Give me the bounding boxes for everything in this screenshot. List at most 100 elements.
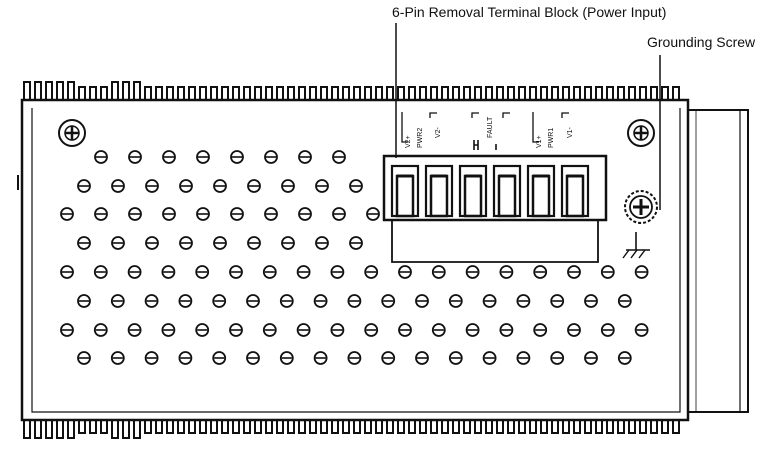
vent-hole-icon bbox=[178, 351, 193, 365]
vent-hole-icon bbox=[634, 265, 649, 279]
vent-hole-icon bbox=[279, 351, 294, 365]
vent-hole-icon bbox=[60, 323, 74, 337]
vent-hole-icon bbox=[93, 323, 108, 337]
cooling-fin-row bbox=[22, 81, 688, 101]
vent-hole-icon bbox=[499, 323, 514, 337]
pin-label-v2-minus: V2- bbox=[435, 126, 442, 138]
vent-hole-icon bbox=[298, 207, 312, 221]
vent-hole-icon bbox=[533, 265, 548, 279]
vent-hole-icon bbox=[195, 323, 210, 337]
vent-hole-icon bbox=[465, 265, 480, 279]
vent-hole-icon bbox=[533, 323, 548, 337]
vent-hole-icon bbox=[230, 207, 244, 221]
vent-hole-icon bbox=[127, 265, 142, 279]
vent-hole-icon bbox=[77, 236, 91, 250]
terminal-pin-labels: V2+ PWR2 V2- FAULT V1+ PWR1 V1- bbox=[401, 112, 574, 150]
vent-hole-icon bbox=[415, 294, 429, 308]
vent-hole-icon bbox=[281, 236, 295, 250]
vent-hole-icon bbox=[398, 323, 412, 337]
vent-hole-icon bbox=[349, 179, 363, 193]
vent-hole-icon bbox=[381, 351, 396, 365]
vent-hole-icon bbox=[398, 265, 412, 279]
pin-label-pwr1: PWR1 bbox=[548, 128, 555, 148]
terminal-slot bbox=[560, 164, 590, 218]
vent-hole-icon bbox=[144, 294, 159, 308]
terminal-block-base bbox=[391, 220, 599, 263]
vent-hole-icon bbox=[246, 351, 260, 365]
vent-hole-icon bbox=[347, 351, 362, 365]
vent-hole-icon bbox=[567, 265, 581, 279]
vent-hole-icon bbox=[298, 150, 312, 164]
terminal-block-housing bbox=[382, 154, 608, 222]
vent-hole-icon bbox=[364, 265, 379, 279]
grounding-screw-callout-label: Grounding Screw bbox=[647, 34, 756, 50]
vent-hole-icon bbox=[77, 179, 91, 193]
terminal-slot bbox=[424, 164, 454, 218]
vent-hole-icon bbox=[482, 351, 497, 365]
vent-hole-icon bbox=[162, 150, 176, 164]
ground-symbol-icon bbox=[622, 232, 650, 259]
pin-label-v1-minus: V1- bbox=[567, 126, 574, 138]
mounting-screw-icon bbox=[627, 119, 655, 147]
terminal-slot bbox=[458, 164, 488, 218]
vent-hole-icon bbox=[364, 323, 379, 337]
vent-hole-icon bbox=[634, 323, 649, 337]
vent-hole-icon bbox=[162, 207, 176, 221]
vent-hole-icon bbox=[213, 236, 227, 250]
vent-hole-icon bbox=[94, 207, 108, 221]
vent-hole-icon bbox=[246, 294, 260, 308]
pin-label-fault: FAULT bbox=[487, 116, 494, 138]
terminal-slot bbox=[492, 164, 522, 218]
pin-label-v2-plus: V2+ bbox=[405, 135, 412, 148]
vent-hole-icon bbox=[499, 265, 514, 279]
vent-hole-icon bbox=[196, 150, 210, 164]
vent-hole-icon bbox=[584, 351, 598, 365]
vent-hole-icon bbox=[179, 236, 193, 250]
terminal-block bbox=[382, 154, 608, 263]
device-inner-panel bbox=[31, 108, 681, 413]
vent-hole-icon bbox=[296, 265, 311, 279]
vent-hole-icon bbox=[178, 294, 193, 308]
top-cooling-fins bbox=[22, 81, 688, 101]
grounding-screw-icon bbox=[624, 190, 658, 224]
din-rail-clip bbox=[688, 109, 749, 413]
terminal-block-callout-label: 6-Pin Removal Terminal Block (Power Inpu… bbox=[392, 4, 666, 20]
vent-hole-icon bbox=[111, 236, 125, 250]
vent-hole-icon bbox=[60, 207, 74, 221]
cooling-fin-row bbox=[22, 419, 688, 439]
vent-hole-icon bbox=[213, 179, 227, 193]
vent-hole-icon bbox=[516, 351, 531, 365]
pin-label-pwr2: PWR2 bbox=[417, 128, 424, 148]
vent-hole-icon bbox=[313, 351, 328, 365]
vent-hole-icon bbox=[262, 265, 277, 279]
bottom-cooling-fins bbox=[22, 419, 688, 439]
vent-hole-icon bbox=[161, 265, 176, 279]
vent-hole-icon bbox=[347, 294, 362, 308]
vent-hole-icon bbox=[212, 294, 227, 308]
vent-hole-icon bbox=[110, 351, 125, 365]
vent-hole-icon bbox=[617, 294, 632, 308]
vent-hole-icon bbox=[465, 323, 480, 337]
vent-hole-icon bbox=[145, 236, 159, 250]
vent-hole-icon bbox=[77, 294, 91, 308]
vent-hole-icon bbox=[127, 323, 142, 337]
vent-hole-icon bbox=[313, 294, 328, 308]
vent-hole-icon bbox=[296, 323, 311, 337]
vent-hole-icon bbox=[264, 207, 278, 221]
mounting-screw-icon bbox=[58, 119, 86, 147]
terminal-slot bbox=[390, 164, 420, 218]
vent-hole-icon bbox=[229, 265, 243, 279]
vent-hole-icon bbox=[279, 294, 294, 308]
vent-hole-icon bbox=[93, 265, 108, 279]
vent-hole-icon bbox=[415, 351, 429, 365]
vent-hole-icon bbox=[196, 207, 210, 221]
vent-hole-icon bbox=[111, 179, 125, 193]
vent-hole-icon bbox=[144, 351, 159, 365]
vent-hole-icon bbox=[349, 236, 363, 250]
vent-hole-icon bbox=[195, 265, 210, 279]
vent-hole-icon bbox=[330, 265, 345, 279]
vent-hole-icon bbox=[431, 265, 446, 279]
vent-hole-icon bbox=[281, 179, 295, 193]
vent-hole-icon bbox=[600, 323, 615, 337]
